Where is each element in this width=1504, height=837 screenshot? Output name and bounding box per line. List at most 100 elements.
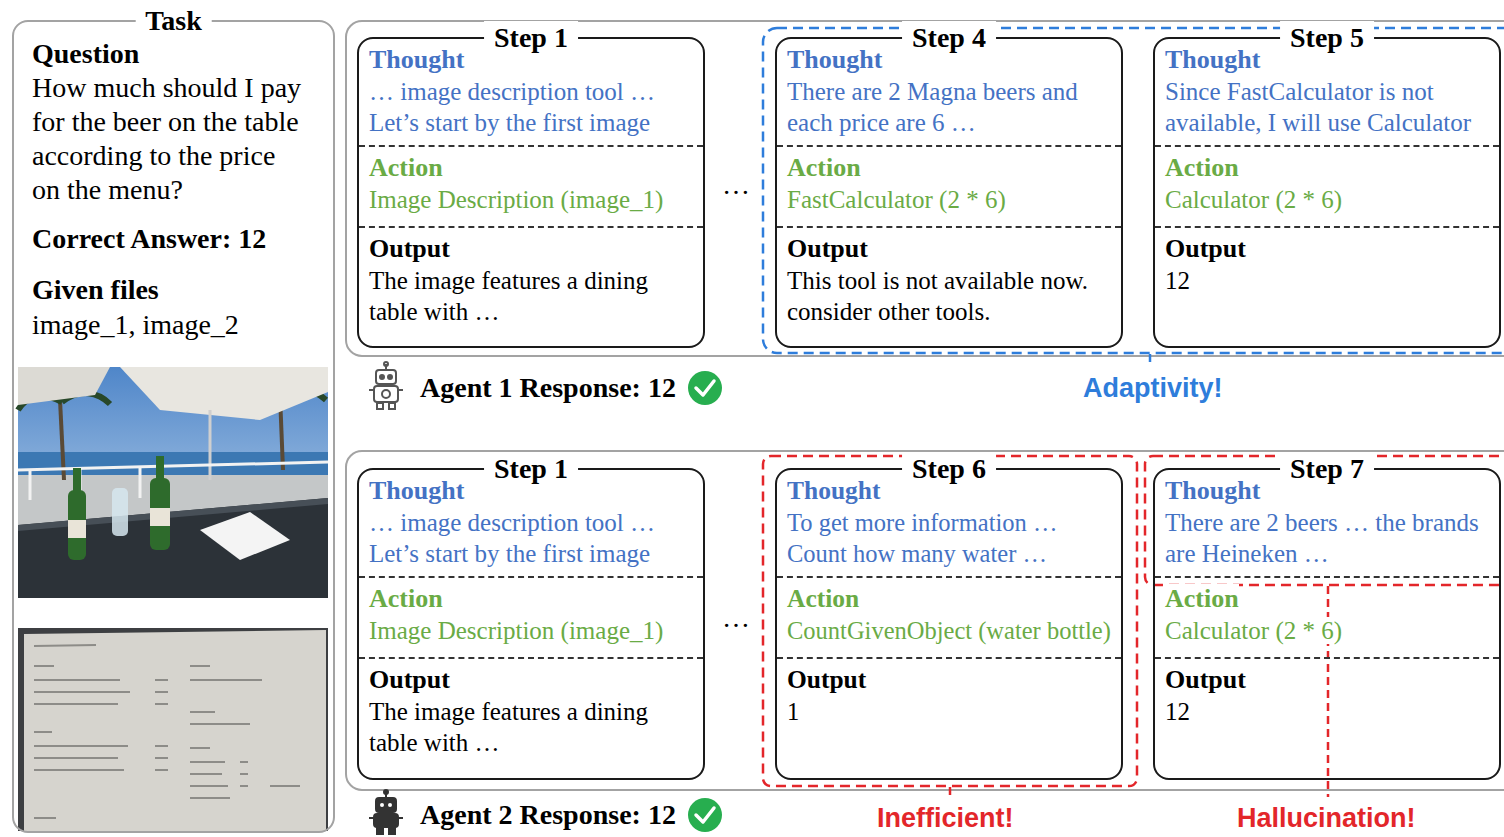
- section-text: There are 2 Magna beers and each price a…: [787, 78, 1078, 136]
- task-panel: TaskQuestionHow much should I pay for th…: [12, 20, 335, 833]
- photo-beach: [209, 410, 212, 480]
- ellipsis: …: [722, 601, 750, 635]
- photo-menu: [34, 703, 118, 705]
- section-heading: Action: [1165, 152, 1493, 183]
- step-section: Output1: [777, 659, 1121, 777]
- photo-menu: [155, 703, 168, 705]
- file-list: image_1, image_2: [32, 309, 239, 340]
- photo-beach: [120, 367, 328, 420]
- section-text: There are 2 Magna beers and each price a…: [787, 76, 1115, 138]
- section-heading: Output: [787, 233, 1115, 264]
- photo-menu: [34, 817, 56, 819]
- step-section: ActionImage Description (image_1): [359, 147, 703, 228]
- photo-menu: [34, 731, 52, 733]
- callout-label: Hallucination!: [1237, 803, 1416, 833]
- check-mark: [688, 371, 722, 405]
- leader-line: [949, 787, 952, 797]
- section-heading: Action: [369, 152, 697, 183]
- section-text: This tool is not available now. consider…: [787, 265, 1115, 327]
- section-text: … image description tool … Let’s start b…: [369, 507, 697, 569]
- section-text: This tool is not available now. consider…: [787, 267, 1088, 325]
- section-heading: Output: [369, 234, 450, 263]
- section-text: Calculator (2 * 6): [1165, 615, 1493, 646]
- section-heading: Action: [369, 584, 443, 613]
- section-text: Image Description (image_1): [369, 184, 697, 215]
- step-section: OutputThe image features a dining table …: [359, 228, 703, 346]
- robot-icon: [377, 828, 383, 834]
- ellipsis: …: [722, 602, 750, 633]
- section-heading: Output: [369, 665, 450, 694]
- photo-menu: [155, 769, 168, 771]
- step-title: Step 7: [1280, 452, 1374, 486]
- row-panel: [346, 451, 1504, 790]
- photo-menu: [34, 745, 128, 747]
- photo-menu: [270, 785, 300, 787]
- photo-menu: [190, 797, 230, 799]
- panel-title: Task: [135, 4, 212, 38]
- section-heading: Given files: [32, 273, 307, 307]
- callout-label: Hallucination!: [1237, 802, 1416, 834]
- section-text: Calculator (2 * 6): [1165, 184, 1493, 215]
- section-text: Calculator (2 * 6): [1165, 186, 1342, 213]
- photo-menu: [240, 773, 248, 775]
- step-title: Step 6: [902, 452, 996, 486]
- agent-response: Agent 2 Response: 12: [420, 798, 676, 832]
- check-mark: [688, 371, 722, 832]
- robot-icon: [374, 814, 398, 827]
- section-heading: Thought: [787, 476, 880, 505]
- photo-beach: [18, 367, 328, 598]
- photo-beach: [18, 475, 328, 598]
- section-text: There are 2 beers … the brands are Heine…: [1165, 507, 1493, 569]
- bottle: [68, 490, 86, 560]
- step-title: Step 5: [1280, 21, 1374, 55]
- section-text: 12: [1165, 267, 1190, 294]
- photo-beach: [18, 462, 328, 500]
- section-heading: Output: [787, 665, 866, 694]
- step-section: ThoughtThere are 2 beers … the brands ar…: [1155, 470, 1499, 578]
- ellipsis: …: [722, 169, 750, 200]
- section-heading: Action: [787, 152, 1115, 183]
- robot-icon: [389, 403, 395, 409]
- robot-icon: [388, 375, 392, 379]
- section-heading: Thought: [1165, 45, 1260, 74]
- robot-icon: [374, 386, 398, 402]
- step-section: Thought… image description tool … Let’s …: [359, 39, 703, 147]
- question-text: How much should I pay for the beer on th…: [32, 72, 301, 205]
- step-box: Step 1Thought… image description tool … …: [357, 37, 705, 348]
- highlight-frame: [763, 28, 1504, 353]
- section-heading: Output: [369, 664, 697, 695]
- section-heading: Output: [1165, 233, 1493, 264]
- section-text: 12: [1165, 265, 1493, 296]
- section-heading: Action: [1165, 153, 1239, 182]
- section-heading: Action: [787, 153, 861, 182]
- step-section: Output12: [1155, 659, 1499, 777]
- step-section: ActionFastCalculator (2 * 6): [777, 147, 1121, 228]
- section-heading: Output: [787, 234, 868, 263]
- robot-icon: [389, 828, 395, 834]
- section-text: To get more information … Count how many…: [787, 507, 1115, 569]
- photo-menu: [190, 711, 215, 713]
- photo-beach: [139, 466, 142, 498]
- section-text: 1: [787, 696, 1115, 727]
- photo-menu: [190, 773, 222, 775]
- section-heading: Action: [787, 584, 859, 613]
- photo-beach: [29, 470, 32, 500]
- bottle: [68, 520, 86, 538]
- section-heading: Question: [32, 37, 307, 71]
- robot-icon: [398, 389, 403, 391]
- photo-beach: [18, 498, 328, 531]
- step-title: Step 1: [484, 21, 578, 55]
- section-text: … image description tool … Let’s start b…: [369, 76, 697, 138]
- step-box: Step 7ThoughtThere are 2 beers … the bra…: [1153, 468, 1501, 780]
- step-section: OutputThis tool is not available now. co…: [777, 228, 1121, 346]
- robot-icon: [369, 362, 403, 409]
- step-box: Step 6ThoughtTo get more information … C…: [775, 468, 1123, 780]
- robot-icon: [369, 389, 374, 391]
- step-box: Step 4ThoughtThere are 2 Magna beers and…: [775, 37, 1123, 348]
- robot-icon: [377, 403, 383, 409]
- agent-response: Agent 2 Response: 12: [420, 799, 676, 830]
- step-section: ActionCalculator (2 * 6): [1155, 578, 1499, 659]
- check-mark: [696, 808, 714, 822]
- agent-response: Agent 1 Response: 12: [420, 371, 676, 405]
- robot-icon: [380, 375, 384, 379]
